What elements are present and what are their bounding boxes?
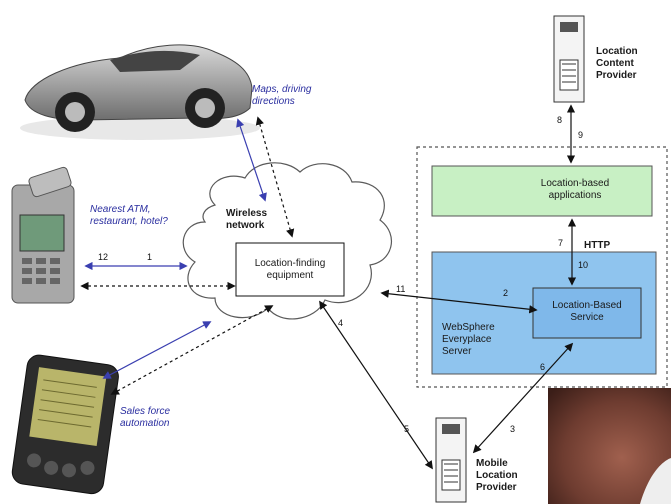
location-apps-box bbox=[431, 165, 653, 217]
step-8: 8 bbox=[557, 115, 563, 125]
location-finding-label: Location-finding equipment bbox=[254, 258, 326, 281]
step-6: 6 bbox=[540, 362, 546, 372]
server-tower-icon bbox=[553, 15, 585, 103]
step-1: 1 bbox=[147, 252, 153, 262]
atm-label: Nearest ATM, restaurant, hotel? bbox=[90, 204, 168, 227]
step-2: 2 bbox=[503, 288, 509, 298]
websphere-label: WebSphere Everyplace Server bbox=[442, 322, 495, 357]
connectors bbox=[80, 104, 577, 470]
step-5: 5 bbox=[404, 424, 410, 434]
flip-phone-icon bbox=[11, 166, 75, 304]
step-10: 10 bbox=[578, 260, 589, 270]
http-label: HTTP bbox=[584, 240, 611, 251]
car-icon bbox=[20, 44, 260, 140]
maps-label: Maps, driving directions bbox=[252, 84, 312, 107]
salesforce-label: Sales force automation bbox=[120, 406, 171, 429]
wireless-network-label: Wireless network bbox=[226, 208, 268, 231]
location-apps-label: Location-based applications bbox=[540, 178, 610, 201]
mobile-provider-label: Mobile Location Provider bbox=[476, 458, 518, 493]
step-7: 7 bbox=[558, 238, 564, 248]
location-finding-box bbox=[235, 242, 345, 297]
step-9: 9 bbox=[578, 130, 584, 140]
server-tower-icon bbox=[435, 417, 467, 503]
content-provider-label: Location Content Provider bbox=[596, 46, 638, 81]
step-3: 3 bbox=[510, 424, 516, 434]
lbs-label: Location-Based Service bbox=[552, 300, 622, 323]
lbs-box bbox=[532, 287, 642, 339]
step-4: 4 bbox=[338, 318, 344, 328]
pda-icon bbox=[11, 354, 119, 495]
step-12: 12 bbox=[98, 252, 109, 262]
step-11: 11 bbox=[396, 284, 406, 294]
